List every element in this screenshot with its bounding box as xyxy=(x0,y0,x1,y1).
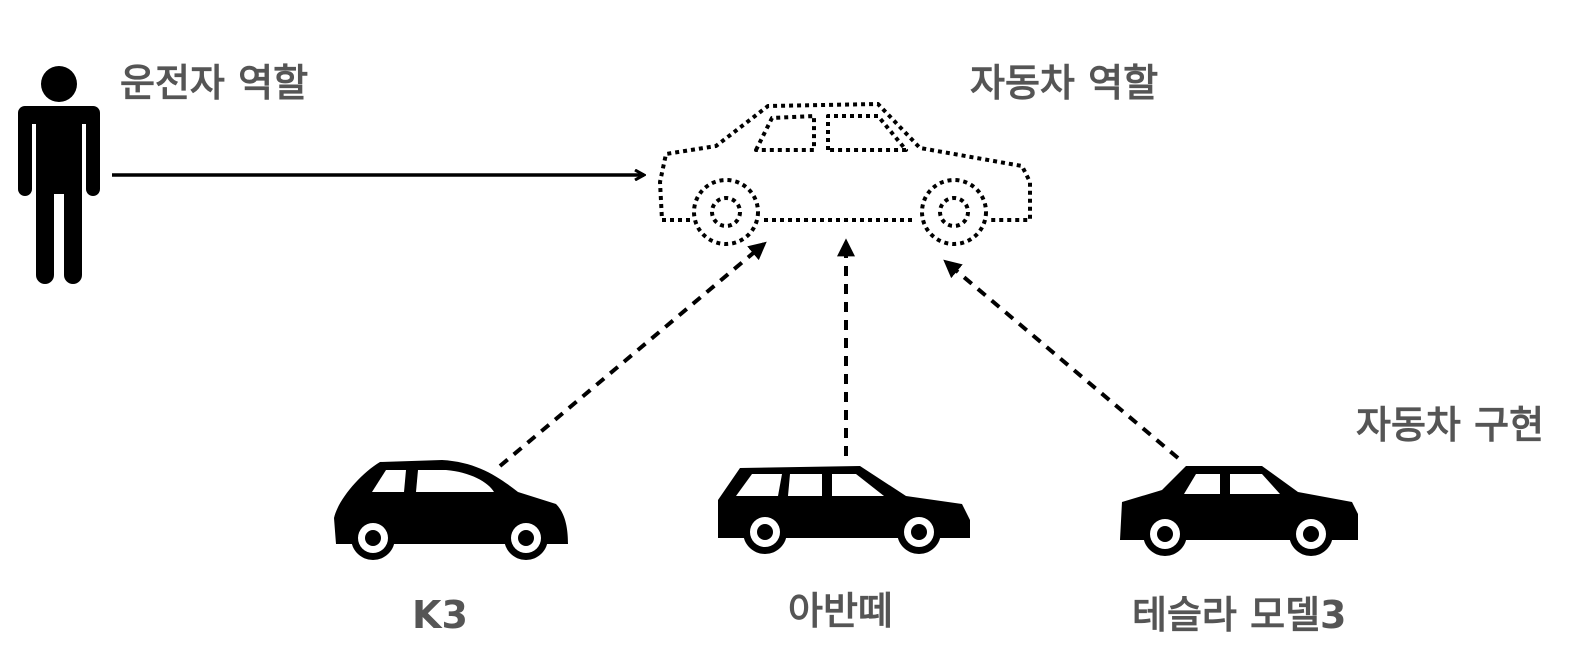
person-icon xyxy=(18,66,100,284)
tesla-to-car-role-arrow xyxy=(943,259,1180,460)
hatchback-car-icon xyxy=(334,460,568,560)
wagon-car-icon xyxy=(718,466,970,554)
avante-label: 아반떼 xyxy=(788,589,893,633)
tesla-model3-label: 테슬라 모델3 xyxy=(1132,593,1347,637)
car-role-label: 자동차 역할 xyxy=(970,61,1159,105)
k3-to-car-role-arrow xyxy=(498,241,767,468)
sedan-car-icon xyxy=(1120,466,1358,556)
dotted-car-outline-icon xyxy=(658,102,1032,246)
driver-role-label: 운전자 역할 xyxy=(120,61,309,105)
car-implementation-label: 자동차 구현 xyxy=(1356,403,1545,447)
k3-label: K3 xyxy=(412,593,468,637)
